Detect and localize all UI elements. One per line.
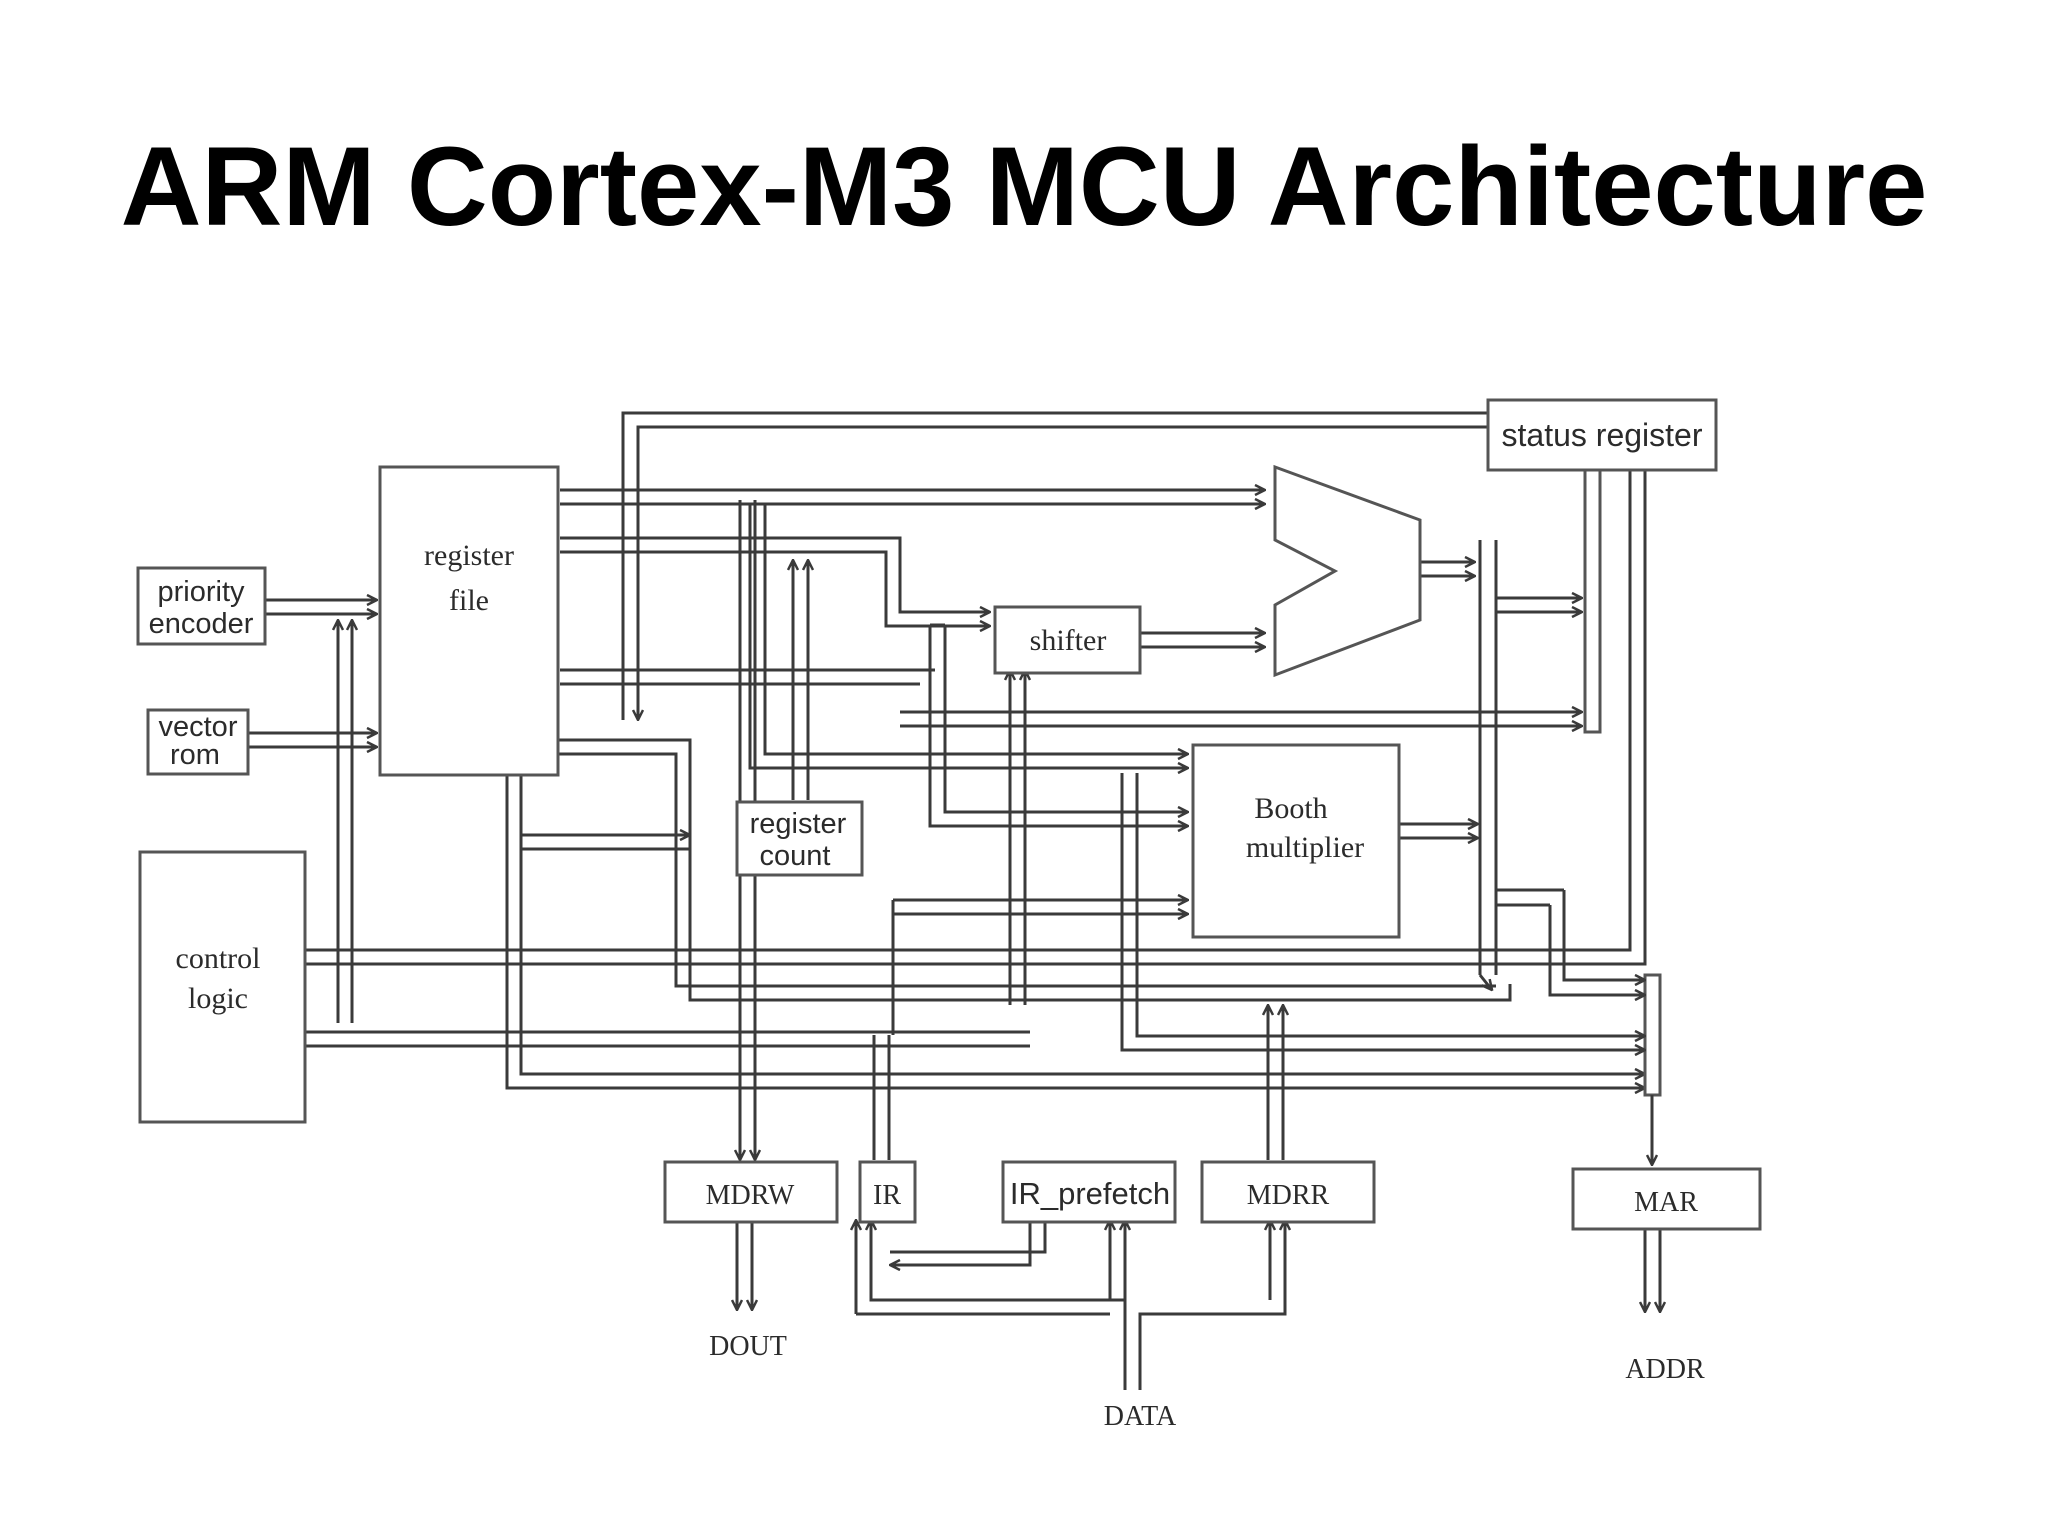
booth-multiplier-label-line1: Booth (1254, 792, 1327, 825)
register-count-label-line2: count (760, 840, 831, 872)
register-count-block: register count (735, 800, 864, 877)
ir-block: IR (858, 1160, 917, 1224)
mdrw-label: MDRW (706, 1180, 795, 1211)
priority-encoder-label-line1: priority (157, 576, 245, 608)
mdrw-block: MDRW (663, 1160, 839, 1224)
shifter-label: shifter (1030, 624, 1107, 657)
ir-prefetch-block: IR_prefetch (1001, 1160, 1177, 1224)
priority-encoder-label-line2: encoder (149, 608, 254, 640)
ir-label: IR (873, 1180, 901, 1211)
status-register-label: status register (1502, 417, 1703, 453)
priority-encoder-block: priority encoder (136, 566, 267, 646)
vector-rom-label-line2: rom (170, 739, 220, 771)
data-signal-label: DATA (1104, 1401, 1177, 1432)
page-title: ARM Cortex-M3 MCU Architecture (120, 124, 1928, 249)
ir-prefetch-label: IR_prefetch (1010, 1176, 1170, 1211)
mar-label: MAR (1634, 1187, 1698, 1218)
register-file-block: register file (378, 465, 560, 777)
vector-rom-label-line1: vector (159, 711, 238, 743)
mdrr-block: MDRR (1200, 1160, 1376, 1224)
register-count-label-line1: register (750, 808, 847, 840)
control-logic-block: control logic (138, 850, 307, 1124)
register-file-label-line1: register (424, 539, 514, 572)
mar-block: MAR (1571, 1167, 1762, 1231)
vector-rom-block: vector rom (146, 708, 250, 776)
bus-lines (248, 411, 1660, 1390)
alu-block (1273, 464, 1422, 678)
addr-signal-label: ADDR (1625, 1354, 1705, 1385)
dout-signal-label: DOUT (709, 1331, 787, 1362)
booth-multiplier-block: Booth multiplier (1191, 743, 1401, 939)
mdrr-label: MDRR (1247, 1180, 1330, 1211)
status-register-block: status register (1486, 398, 1718, 472)
control-logic-label-line1: control (176, 942, 261, 975)
booth-multiplier-label-line2: multiplier (1246, 831, 1364, 864)
shifter-block: shifter (993, 605, 1142, 675)
register-file-label-line2: file (449, 584, 489, 617)
control-logic-label-line2: logic (188, 982, 248, 1015)
